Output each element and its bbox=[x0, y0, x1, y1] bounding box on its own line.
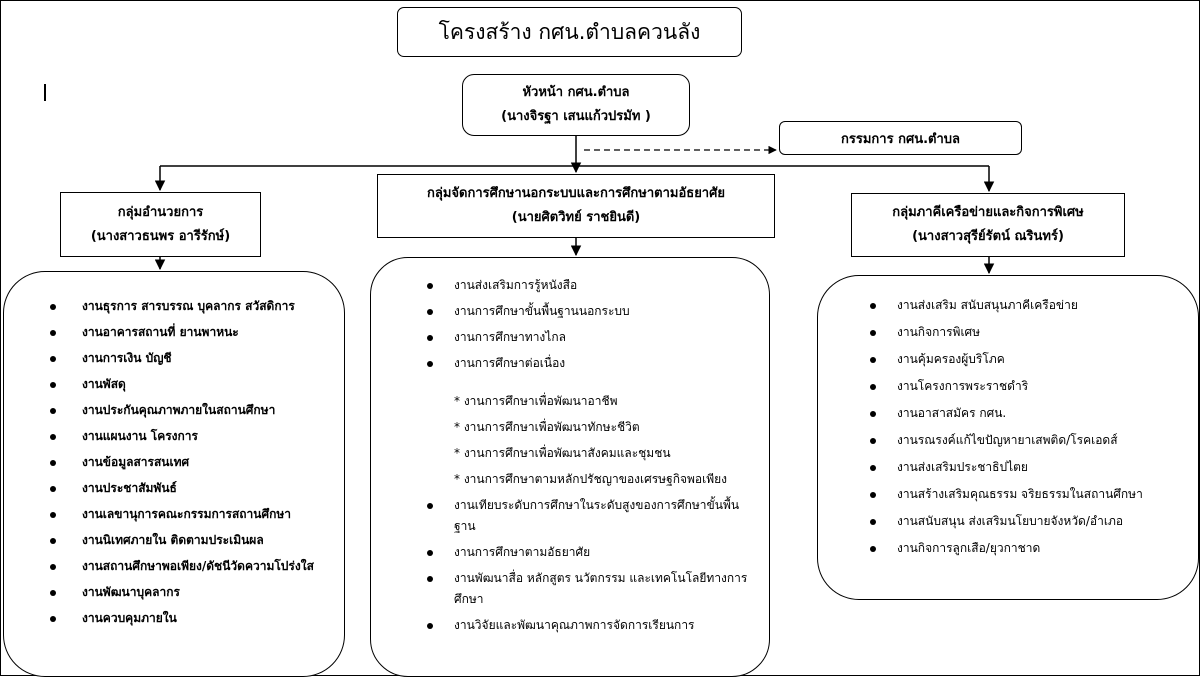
list-item: งานการศึกษาทางไกล bbox=[427, 327, 759, 348]
list-item: งานสนับสนุน ส่งเสริมนโยบายจังหวัด/อำเภอ bbox=[870, 511, 1188, 532]
sub-list-item: * งานการศึกษาตามหลักปรัชญาของเศรษฐกิจพอเ… bbox=[454, 472, 728, 486]
list-item: งานแผนงาน โครงการ bbox=[50, 426, 334, 447]
text-cursor-mark bbox=[44, 84, 46, 101]
list-item: งานพัฒนาบุคลากร bbox=[50, 582, 334, 603]
list-item: งานการศึกษาต่อเนื่อง * งานการศึกษาเพื่อพ… bbox=[427, 353, 759, 490]
list-item: งานอาคารสถานที่ ยานพาหนะ bbox=[50, 322, 334, 343]
bullet-icon bbox=[427, 550, 433, 556]
bullet-icon bbox=[427, 503, 433, 509]
bullet-icon bbox=[50, 330, 56, 336]
bullet-icon bbox=[870, 492, 876, 498]
list-item: งานการศึกษาตามอัธยาศัย bbox=[427, 542, 759, 563]
chart-title-text: โครงสร้าง กศน.ตำบลควนลัง bbox=[438, 19, 701, 44]
bullet-icon bbox=[50, 434, 56, 440]
committee-box: กรรมการ กศน.ตำบล bbox=[779, 121, 1022, 155]
bullet-icon bbox=[50, 512, 56, 518]
head-box: หัวหน้า กศน.ตำบล (นางจิรฐา เสนแก้วปรมัท … bbox=[462, 74, 690, 136]
bullet-icon bbox=[50, 408, 56, 414]
list-item: งานการเงิน บัญชี bbox=[50, 348, 334, 369]
sub-list-item: * งานการศึกษาเพื่อพัฒนาทักษะชีวิต bbox=[454, 420, 640, 434]
bullet-icon bbox=[870, 546, 876, 552]
sub-list-item: * งานการศึกษาเพื่อพัฒนาอาชีพ bbox=[454, 394, 618, 408]
list-item: งานควบคุมภายใน bbox=[50, 608, 334, 629]
list-item: งานคุ้มครองผู้บริโภค bbox=[870, 349, 1188, 370]
bullet-icon bbox=[427, 283, 433, 289]
list-item: งานประกันคุณภาพภายในสถานศึกษา bbox=[50, 400, 334, 421]
bullet-icon bbox=[50, 564, 56, 570]
list-item: งานส่งเสริมการรู้หนังสือ bbox=[427, 275, 759, 296]
head-title: หัวหน้า กศน.ตำบล bbox=[522, 85, 630, 100]
group-network-box: กลุ่มภาคีเครือข่ายและกิจการพิเศษ (นางสาว… bbox=[851, 193, 1125, 257]
list-item: งานพัฒนาสื่อ หลักสูตร นวัตกรรม และเทคโนโ… bbox=[427, 568, 759, 610]
list-item: งานเลขานุการคณะกรรมการสถานศึกษา bbox=[50, 504, 334, 525]
list-item: งานวิจัยและพัฒนาคุณภาพการจัดการเรียนการ bbox=[427, 615, 759, 636]
bullet-icon bbox=[870, 438, 876, 444]
list-item: งานรณรงค์แก้ไขปัญหายาเสพติด/โรคเอดส์ bbox=[870, 430, 1188, 451]
bullet-icon bbox=[870, 303, 876, 309]
list-item: งานนิเทศภายใน ติดตามประเมินผล bbox=[50, 530, 334, 551]
administration-task-list: งานธุรการ สารบรรณ บุคลากร สวัสดิการ งานอ… bbox=[3, 271, 345, 677]
continuing-education-sublist: * งานการศึกษาเพื่อพัฒนาอาชีพ * งานการศึก… bbox=[454, 374, 759, 490]
list-item: งานการศึกษาขั้นพื้นฐานนอกระบบ bbox=[427, 301, 759, 322]
list-item: งานส่งเสริมประชาธิปไตย bbox=[870, 457, 1188, 478]
bullet-icon bbox=[870, 411, 876, 417]
list-item: งานโครงการพระราชดำริ bbox=[870, 376, 1188, 397]
list-item: งานพัสดุ bbox=[50, 374, 334, 395]
bullet-icon bbox=[427, 335, 433, 341]
group-title: กลุ่มภาคีเครือข่ายและกิจการพิเศษ bbox=[892, 205, 1084, 220]
bullet-icon bbox=[427, 309, 433, 315]
group-title: กลุ่มอำนวยการ bbox=[117, 204, 204, 220]
bullet-icon bbox=[50, 486, 56, 492]
list-item: งานข้อมูลสารสนเทศ bbox=[50, 452, 334, 473]
bullet-icon bbox=[50, 538, 56, 544]
list-item: งานส่งเสริม สนับสนุนภาคีเครือข่าย bbox=[870, 295, 1188, 316]
chart-title: โครงสร้าง กศน.ตำบลควนลัง bbox=[397, 7, 742, 57]
bullet-icon bbox=[50, 382, 56, 388]
group-education-box: กลุ่มจัดการศึกษานอกระบบและการศึกษาตามอัธ… bbox=[377, 174, 775, 238]
group-leader-name: (นางสาวธนพร อารีรักษ์) bbox=[90, 228, 231, 244]
bullet-icon bbox=[870, 357, 876, 363]
bullet-icon bbox=[870, 330, 876, 336]
list-item: งานสถานศึกษาพอเพียง/ดัชนีวัดความโปร่งใส bbox=[50, 556, 334, 577]
bullet-icon bbox=[427, 623, 433, 629]
bullet-icon bbox=[870, 384, 876, 390]
group-leader-name: (นางสาวสุรีย์รัตน์ ณรินทร์) bbox=[912, 229, 1064, 244]
bullet-icon bbox=[427, 361, 433, 367]
network-task-list: งานส่งเสริม สนับสนุนภาคีเครือข่าย งานกิจ… bbox=[817, 275, 1199, 600]
bullet-icon bbox=[50, 304, 56, 310]
committee-label: กรรมการ กศน.ตำบล bbox=[841, 131, 960, 147]
bullet-icon bbox=[50, 590, 56, 596]
group-leader-name: (นายศิตวิทย์ ราชยินดี) bbox=[511, 210, 641, 225]
list-item: งานอาสาสมัคร กศน. bbox=[870, 403, 1188, 424]
list-item: งานประชาสัมพันธ์ bbox=[50, 478, 334, 499]
group-administration-box: กลุ่มอำนวยการ (นางสาวธนพร อารีรักษ์) bbox=[60, 192, 261, 257]
bullet-icon bbox=[870, 465, 876, 471]
sub-list-item: * งานการศึกษาเพื่อพัฒนาสังคมและชุมชน bbox=[454, 446, 671, 460]
bullet-icon bbox=[50, 616, 56, 622]
education-task-list: งานส่งเสริมการรู้หนังสือ งานการศึกษาขั้น… bbox=[370, 257, 770, 677]
list-item: งานสร้างเสริมคุณธรรม จริยธรรมในสถานศึกษา bbox=[870, 484, 1188, 505]
bullet-icon bbox=[50, 356, 56, 362]
list-item: งานเทียบระดับการศึกษาในระดับสูงของการศึก… bbox=[427, 495, 759, 537]
list-item: งานธุรการ สารบรรณ บุคลากร สวัสดิการ bbox=[50, 296, 334, 317]
bullet-icon bbox=[50, 460, 56, 466]
bullet-icon bbox=[427, 576, 433, 582]
list-item: งานกิจการลูกเสือ/ยุวกาชาด bbox=[870, 538, 1188, 559]
head-name: (นางจิรฐา เสนแก้วปรมัท ) bbox=[501, 109, 651, 124]
group-title: กลุ่มจัดการศึกษานอกระบบและการศึกษาตามอัธ… bbox=[427, 186, 725, 201]
list-item: งานกิจการพิเศษ bbox=[870, 322, 1188, 343]
bullet-icon bbox=[870, 519, 876, 525]
